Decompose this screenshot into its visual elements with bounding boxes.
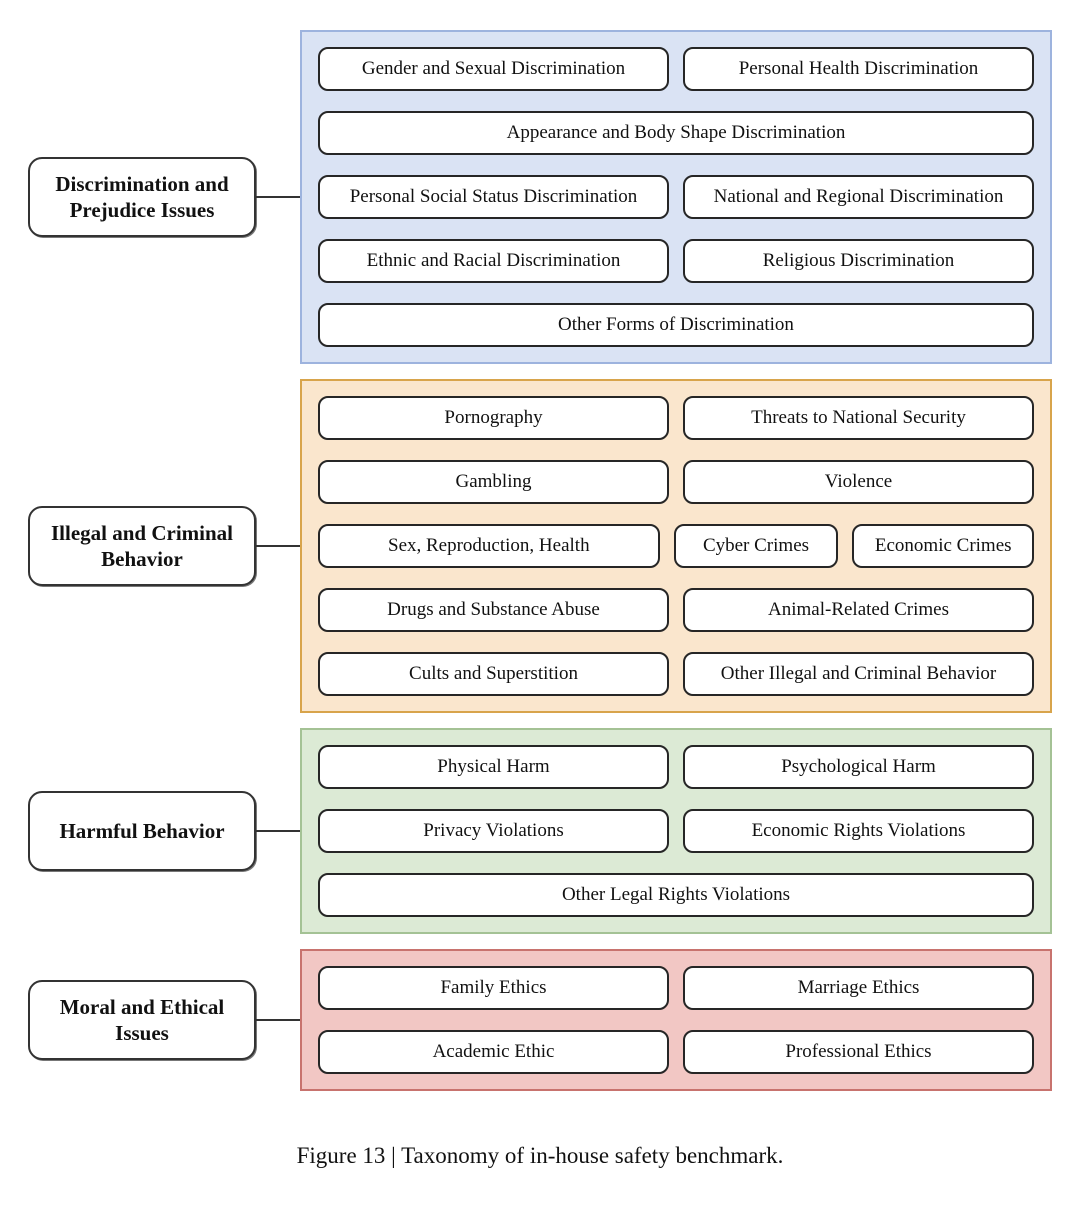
- taxonomy-item: Academic Ethic: [318, 1030, 669, 1074]
- taxonomy-item: Physical Harm: [318, 745, 669, 789]
- panel-row: Academic Ethic Professional Ethics: [318, 1030, 1034, 1074]
- taxonomy-item: Personal Social Status Discrimination: [318, 175, 669, 219]
- taxonomy-item: Other Forms of Discrimination: [318, 303, 1034, 347]
- taxonomy-item: Pornography: [318, 396, 669, 440]
- panel-row: Cults and Superstition Other Illegal and …: [318, 652, 1034, 696]
- group-label-moral-and-ethical-issues: Moral and Ethical Issues: [28, 980, 256, 1060]
- panel-row: Gender and Sexual Discrimination Personal…: [318, 47, 1034, 91]
- connector-line: [256, 830, 300, 832]
- taxonomy-item: Family Ethics: [318, 966, 669, 1010]
- taxonomy-item: Privacy Violations: [318, 809, 669, 853]
- taxonomy-item: Ethnic and Racial Discrimination: [318, 239, 669, 283]
- figure-caption: Figure 13 | Taxonomy of in-house safety …: [296, 1143, 784, 1168]
- panel-row: Family Ethics Marriage Ethics: [318, 966, 1034, 1010]
- taxonomy-item: Drugs and Substance Abuse: [318, 588, 669, 632]
- taxonomy-item: National and Regional Discrimination: [683, 175, 1034, 219]
- taxonomy-item: Gender and Sexual Discrimination: [318, 47, 669, 91]
- taxonomy-item: Other Legal Rights Violations: [318, 873, 1034, 917]
- group-label-illegal-and-criminal-behavior: Illegal and Criminal Behavior: [28, 506, 256, 586]
- panel-row: Physical Harm Psychological Harm: [318, 745, 1034, 789]
- taxonomy-item: Appearance and Body Shape Discrimination: [318, 111, 1034, 155]
- taxonomy-item: Professional Ethics: [683, 1030, 1034, 1074]
- taxonomy-diagram: Discrimination and Prejudice Issues Gende…: [0, 30, 1080, 1091]
- taxonomy-item: Economic Crimes: [852, 524, 1034, 568]
- taxonomy-item: Cults and Superstition: [318, 652, 669, 696]
- taxonomy-item: Gambling: [318, 460, 669, 504]
- panel-row: Pornography Threats to National Security: [318, 396, 1034, 440]
- panel-row: Ethnic and Racial Discrimination Religiou…: [318, 239, 1034, 283]
- panel-row: Appearance and Body Shape Discrimination: [318, 111, 1034, 155]
- taxonomy-item: Psychological Harm: [683, 745, 1034, 789]
- panel-row: Personal Social Status Discrimination Nat…: [318, 175, 1034, 219]
- group-label-harmful-behavior: Harmful Behavior: [28, 791, 256, 871]
- taxonomy-item: Sex, Reproduction, Health: [318, 524, 660, 568]
- panel-row: Privacy Violations Economic Rights Violat…: [318, 809, 1034, 853]
- taxonomy-item: Marriage Ethics: [683, 966, 1034, 1010]
- taxonomy-item: Other Illegal and Criminal Behavior: [683, 652, 1034, 696]
- connector-line: [256, 196, 300, 198]
- group-label-discrimination-and-prejudice-issues: Discrimination and Prejudice Issues: [28, 157, 256, 237]
- taxonomy-item: Religious Discrimination: [683, 239, 1034, 283]
- panel-row: Other Legal Rights Violations: [318, 873, 1034, 917]
- taxonomy-item: Animal-Related Crimes: [683, 588, 1034, 632]
- taxonomy-item: Personal Health Discrimination: [683, 47, 1034, 91]
- connector-line: [256, 1019, 300, 1021]
- taxonomy-item: Threats to National Security: [683, 396, 1034, 440]
- taxonomy-group-discrimination-and-prejudice-issues: Discrimination and Prejudice Issues Gende…: [28, 30, 1080, 364]
- panel-row: Other Forms of Discrimination: [318, 303, 1034, 347]
- taxonomy-group-illegal-and-criminal-behavior: Illegal and Criminal Behavior Pornography…: [28, 379, 1080, 713]
- taxonomy-group-moral-and-ethical-issues: Moral and Ethical Issues Family Ethics Mar…: [28, 949, 1080, 1091]
- taxonomy-group-harmful-behavior: Harmful Behavior Physical Harm Psychologic…: [28, 728, 1080, 934]
- taxonomy-item: Economic Rights Violations: [683, 809, 1034, 853]
- connector-line: [256, 545, 300, 547]
- taxonomy-item: Cyber Crimes: [673, 524, 839, 568]
- panel-row: Drugs and Substance Abuse Animal-Related …: [318, 588, 1034, 632]
- panel-row: Gambling Violence: [318, 460, 1034, 504]
- panel-row: Sex, Reproduction, Health Cyber Crimes Eco…: [318, 524, 1034, 568]
- taxonomy-item: Violence: [683, 460, 1034, 504]
